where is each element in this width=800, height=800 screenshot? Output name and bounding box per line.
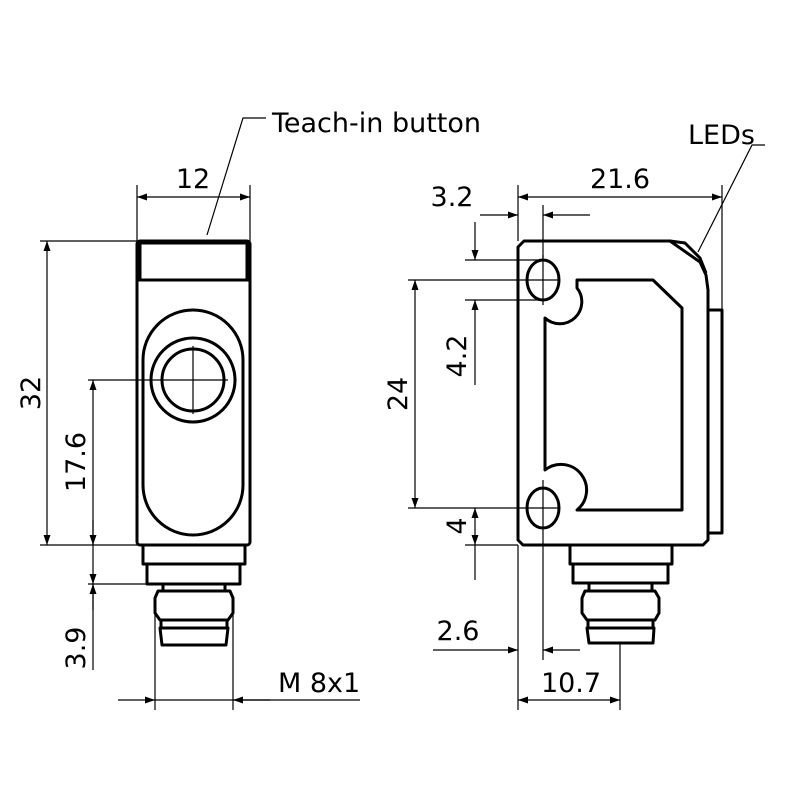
led-strip (706, 308, 724, 535)
dim-connector-height: 3.9 (61, 627, 92, 670)
leds-leader (697, 144, 765, 253)
side-window (543, 278, 684, 512)
front-view (40, 117, 360, 710)
lens-oval (141, 308, 245, 537)
side-connector (568, 543, 674, 645)
side-view (408, 144, 765, 710)
dim-optical-axis: 17.6 (61, 432, 92, 492)
teach-in-button-shape (138, 241, 249, 282)
front-connector (141, 543, 247, 647)
teach-in-leader (206, 117, 266, 236)
side-body (516, 239, 710, 547)
dim-width-front: 12 (176, 164, 210, 195)
dim-hole-spacing: 24 (383, 377, 414, 411)
leds-label: LEDs (688, 120, 755, 151)
dim-hole-offset-x: 3.2 (431, 182, 474, 213)
teach-in-label: Teach-in button (271, 108, 481, 139)
dim-hole-center-x: 2.6 (437, 616, 480, 647)
thread-label: M 8x1 (278, 668, 360, 699)
dim-hole-offset-bottom: 4 (442, 517, 473, 534)
dim-height-total: 32 (16, 376, 47, 410)
dim-connector-offset: 10.7 (541, 668, 601, 699)
dim-depth-total: 21.6 (590, 164, 650, 195)
dim-hole-height: 4.2 (442, 335, 473, 378)
